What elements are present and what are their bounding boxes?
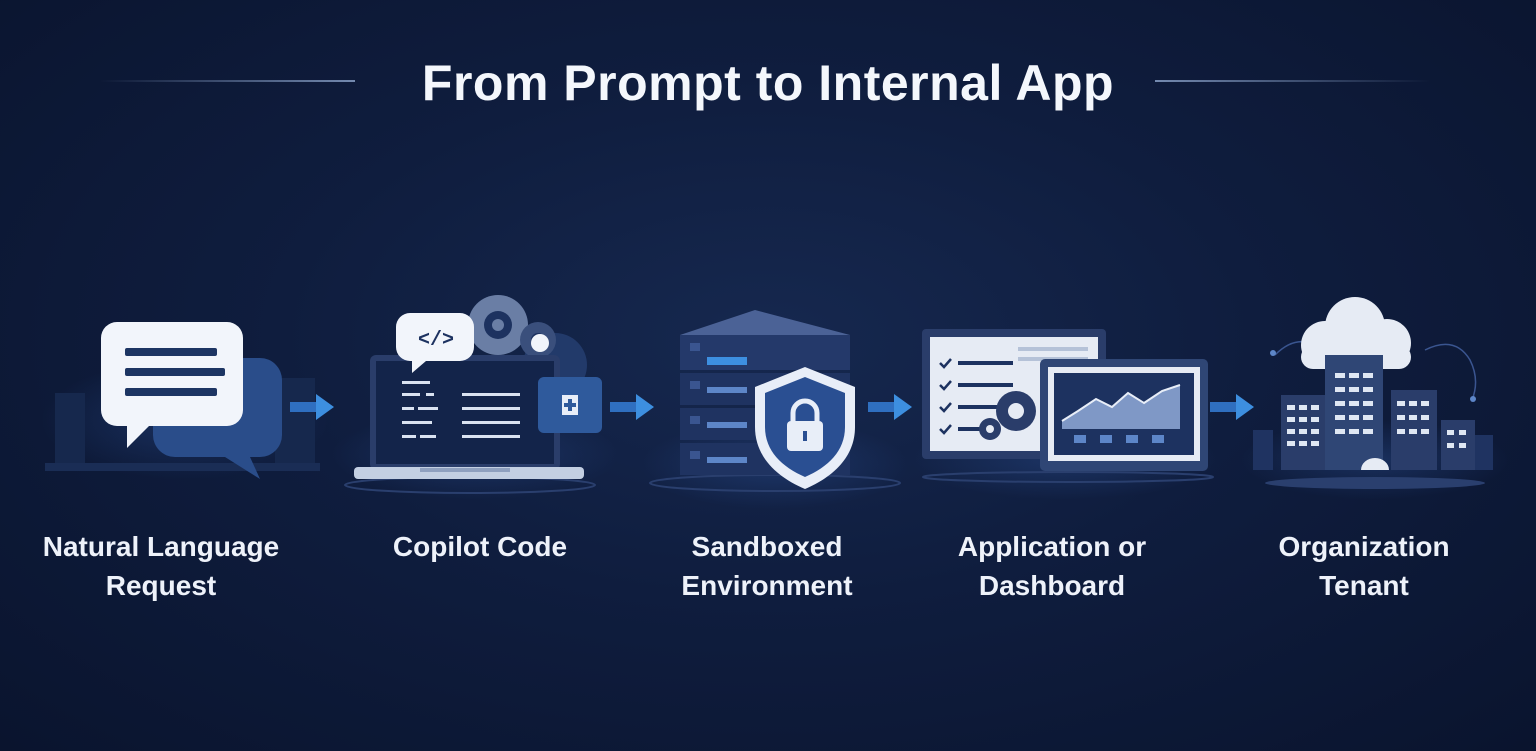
arrow-icon-3 [868, 394, 912, 420]
page-title: From Prompt to Internal App [421, 55, 1115, 111]
chat-bubbles-icon [45, 322, 320, 479]
step-label-sandboxed-environment: Sandboxed Environment [681, 531, 853, 601]
arrow-icon-4 [1210, 394, 1254, 420]
step-organization-tenant [1245, 295, 1505, 495]
code-laptop-icon: </> [344, 295, 602, 494]
dashboard-screens-icon [922, 329, 1214, 483]
step-application-dashboard [918, 325, 1218, 485]
server-shield-icon [649, 310, 901, 492]
step-copilot-code: </> [340, 295, 610, 495]
step-label-application-dashboard: Application or Dashboard [957, 531, 1147, 601]
arrow-icon-2 [610, 394, 654, 420]
step-label-organization-tenant: Organization Tenant [1278, 531, 1450, 601]
title-rule-left [100, 80, 355, 82]
title-rule-right [1155, 80, 1430, 82]
step-natural-language [45, 318, 325, 479]
step-label-natural-language: Natural Language Request [42, 531, 280, 601]
step-sandboxed-environment [645, 305, 905, 495]
svg-text:</>: </> [418, 329, 454, 352]
arrow-icon-1 [290, 394, 334, 420]
header: From Prompt to Internal App [0, 48, 1536, 118]
cloud-buildings-icon [1253, 297, 1493, 489]
step-label-copilot-code: Copilot Code [392, 531, 568, 562]
